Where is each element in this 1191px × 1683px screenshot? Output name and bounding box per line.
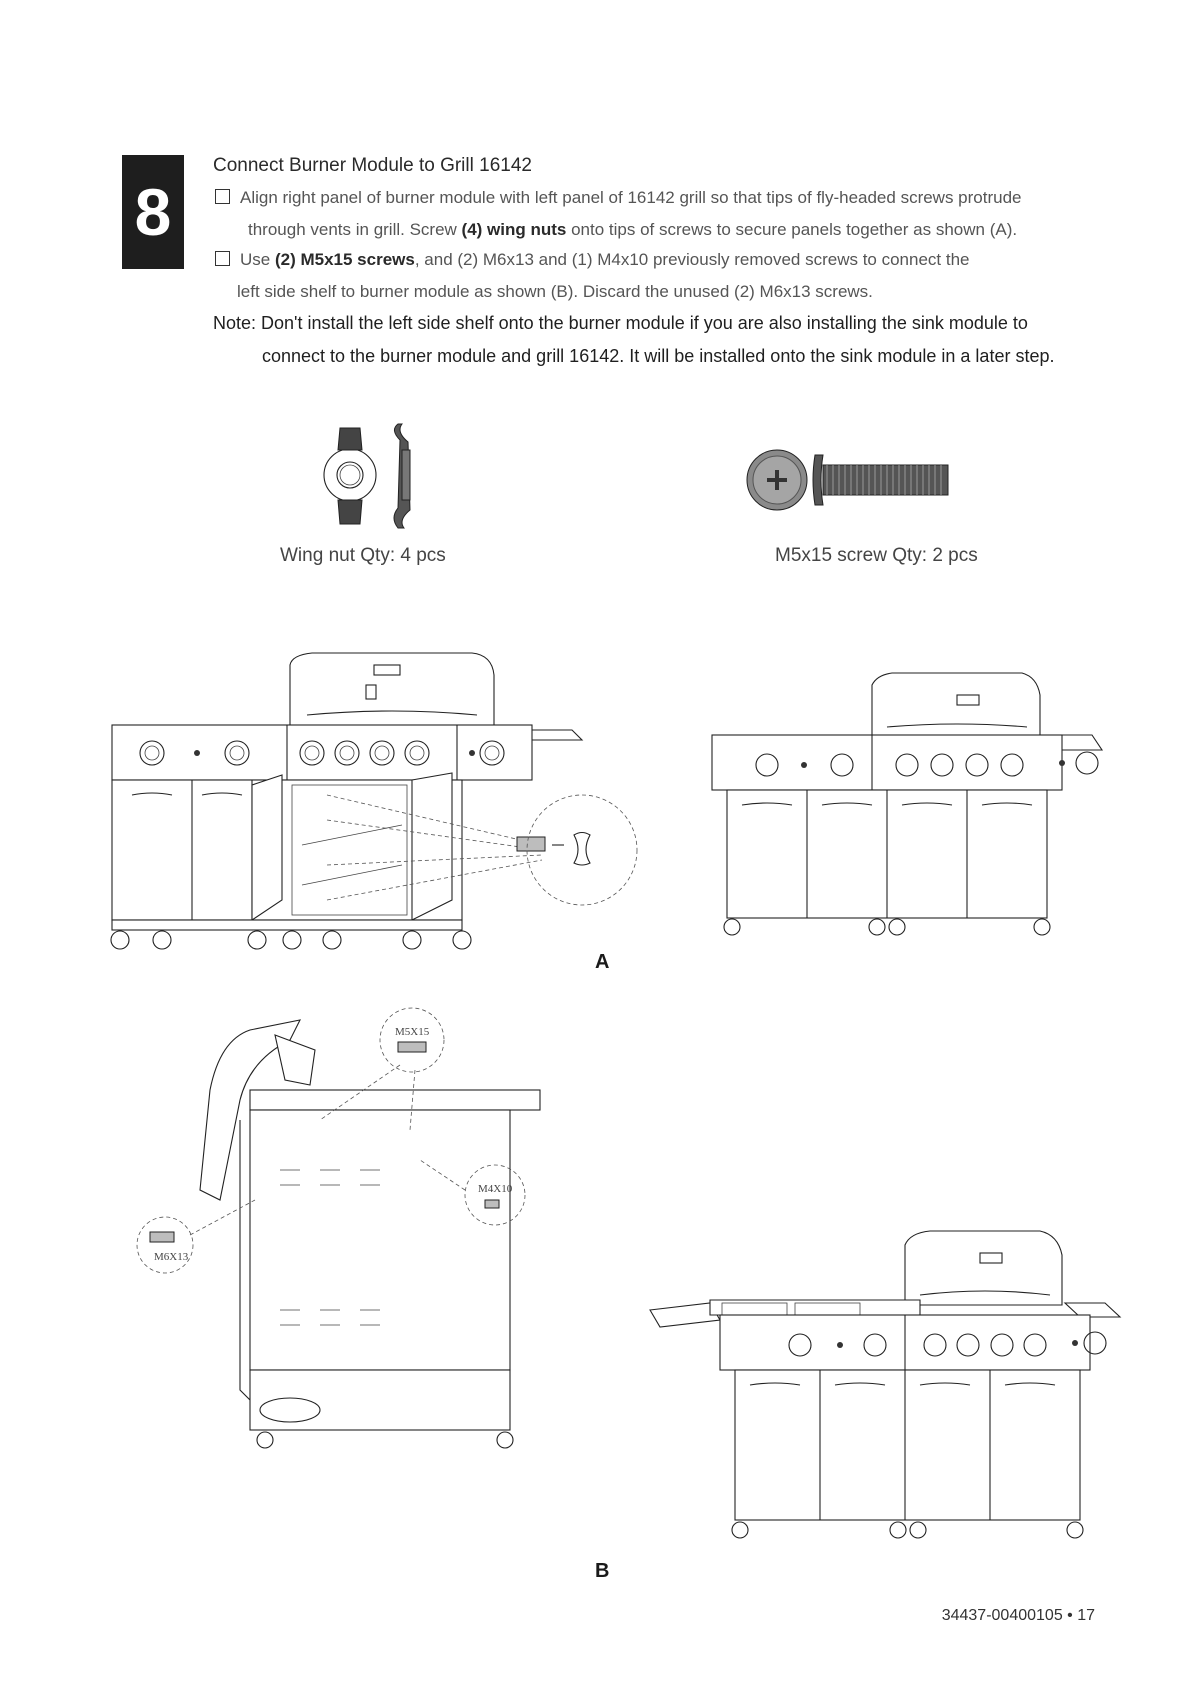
figure-b-grill-assembled [649, 1230, 1122, 1539]
figure-b-shelf-attachment: M5X15 M4X10 M6X13 [136, 1007, 541, 1449]
instruction-2-line-1: Use (2) M5x15 screws, and (2) M6x13 and … [215, 250, 970, 270]
instruction-1-line-1: Align right panel of burner module with … [215, 188, 1022, 208]
step-number: 8 [134, 175, 172, 249]
step-heading: Connect Burner Module to Grill 16142 [213, 155, 532, 176]
screw-icon [746, 449, 949, 511]
screw-caption: M5x15 screw Qty: 2 pcs [775, 545, 978, 566]
callout-m4x10-label: M4X10 [478, 1183, 513, 1195]
checkbox-icon [215, 189, 230, 204]
figure-a-label: A [595, 951, 610, 973]
instruction-2-line-2: left side shelf to burner module as show… [237, 282, 873, 301]
callout-m6x13-label: M6X13 [154, 1251, 189, 1263]
checkbox-icon [215, 251, 230, 266]
page-footer: 34437-00400105 • 17 [941, 1607, 1095, 1624]
figure-b-label: B [595, 1560, 610, 1582]
wing-nut-caption: Wing nut Qty: 4 pcs [280, 545, 446, 566]
callout-m5x15-label: M5X15 [395, 1026, 430, 1038]
step-number-badge: 8 [122, 155, 184, 269]
wing-nut-icon [323, 423, 411, 529]
note-line-1: Note: Don't install the left side shelf … [213, 313, 1028, 333]
figure-a-grill-exploded [110, 652, 638, 950]
note-line-2: connect to the burner module and grill 1… [262, 346, 1055, 366]
figure-a-grill-assembled [711, 672, 1104, 936]
instruction-1-line-2: through vents in grill. Screw (4) wing n… [248, 220, 1018, 239]
